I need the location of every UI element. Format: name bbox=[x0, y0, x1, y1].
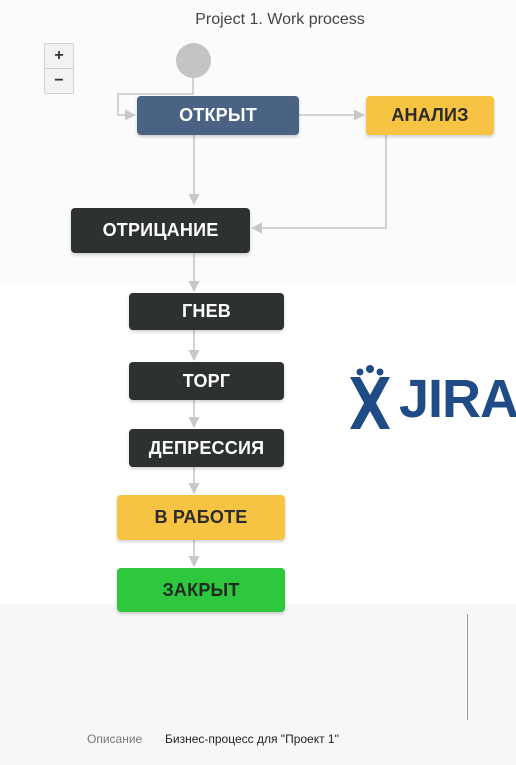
jira-icon bbox=[350, 365, 390, 429]
zoom-control: + − bbox=[44, 43, 74, 94]
status-closed[interactable]: ЗАКРЫТ bbox=[117, 568, 285, 612]
jira-logo-text: JIRA bbox=[399, 369, 516, 429]
status-bargain[interactable]: ТОРГ bbox=[129, 362, 284, 400]
panel-divider bbox=[467, 614, 468, 720]
status-in-progress-label: В РАБОТЕ bbox=[154, 507, 248, 527]
diagram-canvas-bottom bbox=[0, 604, 516, 765]
status-bargain-label: ТОРГ bbox=[182, 370, 231, 391]
status-open-label: ОТКРЫТ bbox=[179, 105, 257, 125]
next-detail-row-cut-off bbox=[84, 760, 424, 765]
status-depression-label: ДЕПРЕССИЯ bbox=[148, 437, 265, 458]
description-label: Описание bbox=[87, 732, 143, 746]
edge-analysis-to-denial bbox=[250, 135, 387, 234]
status-depression[interactable]: ДЕПРЕССИЯ bbox=[129, 429, 284, 467]
status-anger-label: ГНЕВ bbox=[181, 301, 231, 321]
status-analysis-label: АНАЛИЗ bbox=[391, 105, 469, 125]
status-anger[interactable]: ГНЕВ bbox=[129, 293, 284, 330]
description-value: Бизнес-процесс для "Проект 1" bbox=[165, 732, 339, 746]
edge-start-to-open bbox=[117, 78, 194, 121]
status-analysis[interactable]: АНАЛИЗ bbox=[366, 96, 494, 135]
start-node[interactable] bbox=[176, 43, 211, 78]
status-denial[interactable]: ОТРИЦАНИЕ bbox=[71, 208, 250, 253]
zoom-out-button[interactable]: − bbox=[45, 68, 73, 93]
status-open[interactable]: ОТКРЫТ bbox=[137, 96, 299, 135]
status-closed-label: ЗАКРЫТ bbox=[162, 579, 240, 600]
zoom-in-button[interactable]: + bbox=[54, 47, 64, 64]
status-denial-label: ОТРИЦАНИЕ bbox=[102, 220, 219, 240]
status-in-progress[interactable]: В РАБОТЕ bbox=[117, 495, 285, 540]
diagram-title: Project 1. Work process bbox=[195, 11, 365, 28]
